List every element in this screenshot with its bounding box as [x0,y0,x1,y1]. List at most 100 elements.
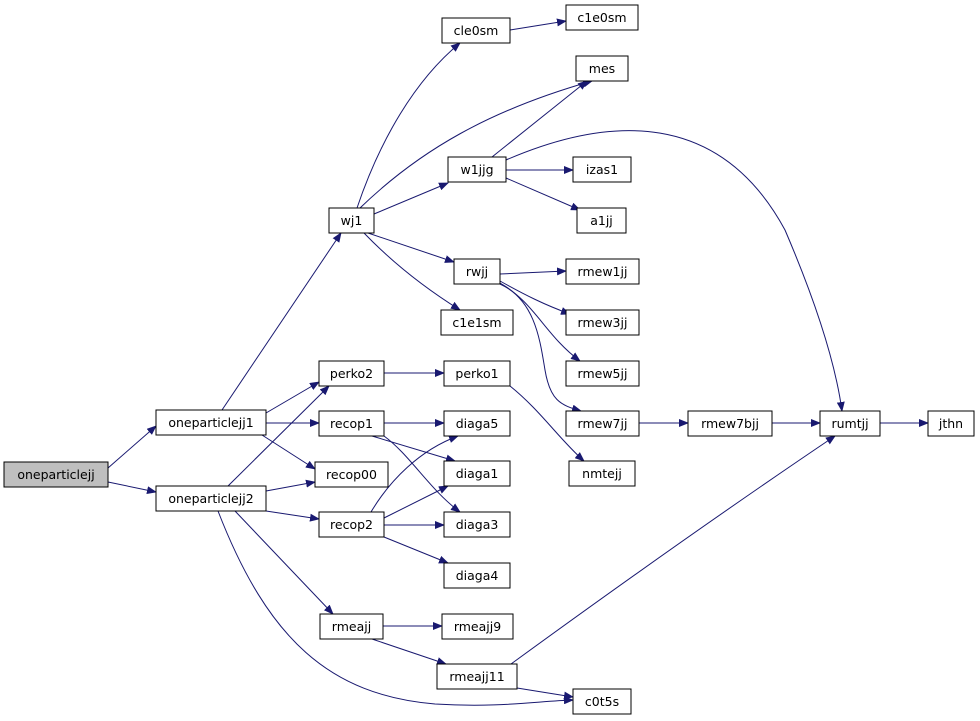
node-oneparticlejj1-label: oneparticlejj1 [168,415,253,430]
node-rmew3jj[interactable]: rmew3jj [565,309,640,336]
edge-oneparticlejj-to-oneparticlejj2 [107,481,157,495]
node-rmeajj-label: rmeajj [332,619,371,634]
edge-wj1-to-w1jjg [373,182,449,215]
node-cle0sm[interactable]: cle0sm [441,17,511,44]
edge-wj1-to-c1e1sm [363,232,461,311]
node-oneparticlejj1[interactable]: oneparticlejj1 [155,409,267,436]
edge-wj1-to-cle0sm [356,42,461,209]
edge-rmeajj-to-rmeajj11 [371,638,447,665]
node-cle0sm-label: cle0sm [454,23,499,38]
node-wj1[interactable]: wj1 [328,207,375,234]
node-c0t5s[interactable]: c0t5s [572,688,632,715]
edge-w1jjg-to-rumtjj [505,130,845,412]
node-recop1[interactable]: recop1 [318,410,385,437]
node-c1e0sm[interactable]: c1e0sm [565,4,639,31]
node-c1e1sm-label: c1e1sm [452,315,501,330]
node-diaga5[interactable]: diaga5 [443,410,511,437]
node-recop00-label: recop00 [326,467,377,482]
node-oneparticlejj[interactable]: oneparticlejj [3,461,109,488]
edge-recop1-to-diaga3 [383,435,461,513]
node-rumtjj[interactable]: rumtjj [819,410,881,437]
edge-oneparticlejj2-to-perko2 [227,385,330,487]
node-a1jj[interactable]: a1jj [576,207,627,234]
node-izas1-label: izas1 [586,162,618,177]
node-diaga5-label: diaga5 [456,416,499,431]
node-rmew7jj-label: rmew7jj [578,416,628,431]
edge-oneparticlejj2-to-rmeajj [234,510,334,615]
node-jthn-label: jthn [938,416,963,431]
node-w1jjg[interactable]: w1jjg [447,156,507,183]
nodes-layer: oneparticlejj oneparticlejj1 oneparticle… [3,4,975,715]
node-w1jjg-label: w1jjg [460,162,493,177]
edge-recop2-to-diaga1 [383,485,449,519]
edge-rwjj-to-rmew3jj [499,280,571,315]
node-rmeajj9[interactable]: rmeajj9 [441,613,514,640]
node-diaga1-label: diaga1 [456,466,499,481]
node-rmew7bjj-label: rmew7bjj [701,416,759,431]
edge-w1jjg-to-mes [491,80,588,158]
edge-cle0sm-to-c1e0sm [509,18,567,31]
node-jthn[interactable]: jthn [927,410,975,437]
node-izas1[interactable]: izas1 [572,156,632,183]
node-rmew5jj[interactable]: rmew5jj [565,360,640,387]
node-rwjj-label: rwjj [466,264,488,279]
node-c1e0sm-label: c1e0sm [577,10,626,25]
node-recop00[interactable]: recop00 [314,461,389,488]
node-rumtjj-label: rumtjj [831,416,868,431]
edge-w1jjg-to-a1jj [505,177,581,211]
node-rmeajj9-label: rmeajj9 [454,619,501,634]
node-rmew7bjj[interactable]: rmew7bjj [687,410,773,437]
node-recop2-label: recop2 [330,517,373,532]
edge-recop1-to-diaga1 [371,435,456,463]
node-diaga3[interactable]: diaga3 [443,511,511,538]
node-oneparticlejj2-label: oneparticlejj2 [168,491,253,506]
node-c1e1sm[interactable]: c1e1sm [440,309,514,336]
edge-oneparticlejj2-to-recop00 [265,479,316,492]
node-diaga1[interactable]: diaga1 [443,460,511,487]
node-perko1[interactable]: perko1 [443,360,511,387]
node-diaga4-label: diaga4 [456,568,499,583]
node-rmew7jj[interactable]: rmew7jj [565,410,640,437]
node-c0t5s-label: c0t5s [585,694,619,709]
node-rmew3jj-label: rmew3jj [578,315,628,330]
edge-oneparticlejj2-to-recop2 [265,510,320,522]
node-rmew5jj-label: rmew5jj [578,366,628,381]
node-rwjj[interactable]: rwjj [453,258,501,285]
node-mes-label: mes [589,61,615,76]
node-perko2-label: perko2 [330,366,373,381]
node-oneparticlejj2[interactable]: oneparticlejj2 [155,485,267,512]
node-mes[interactable]: mes [575,55,629,82]
node-rmeajj11[interactable]: rmeajj11 [436,663,518,690]
edge-rwjj-to-rmew7jj [499,283,582,413]
edge-oneparticlejj1-to-wj1 [221,232,342,411]
edge-rwjj-to-rmew1jj [499,267,567,276]
edge-perko1-to-nmtejj [509,385,585,462]
node-perko2[interactable]: perko2 [318,360,385,387]
node-rmew1jj[interactable]: rmew1jj [565,258,640,285]
node-diaga3-label: diaga3 [456,517,499,532]
edge-wj1-to-mes [359,79,593,209]
edge-oneparticlejj1-to-perko2 [265,381,320,414]
node-a1jj-label: a1jj [590,213,613,228]
node-oneparticlejj-label: oneparticlejj [17,467,94,482]
edge-wj1-to-rwjj [367,232,455,263]
node-perko1-label: perko1 [455,366,498,381]
node-wj1-label: wj1 [341,213,363,228]
node-recop2[interactable]: recop2 [318,511,385,538]
edges-layer [107,18,929,706]
node-recop1-label: recop1 [330,416,373,431]
node-rmew1jj-label: rmew1jj [578,264,628,279]
node-rmeajj11-label: rmeajj11 [449,669,504,684]
edge-recop2-to-diaga5 [370,435,459,513]
node-diaga4[interactable]: diaga4 [443,562,511,589]
node-nmtejj[interactable]: nmtejj [568,460,636,487]
edge-oneparticlejj-to-oneparticlejj1 [107,425,157,469]
edge-recop2-to-diaga4 [383,536,449,564]
node-rmeajj[interactable]: rmeajj [319,613,384,640]
edge-rmeajj11-to-rumtjj [510,435,836,665]
node-nmtejj-label: nmtejj [582,466,622,481]
edge-rmeajj11-to-c0t5s [516,687,574,700]
edge-oneparticlejj2-to-c0t5s [217,510,574,706]
edge-oneparticlejj1-to-recop00 [261,434,316,470]
